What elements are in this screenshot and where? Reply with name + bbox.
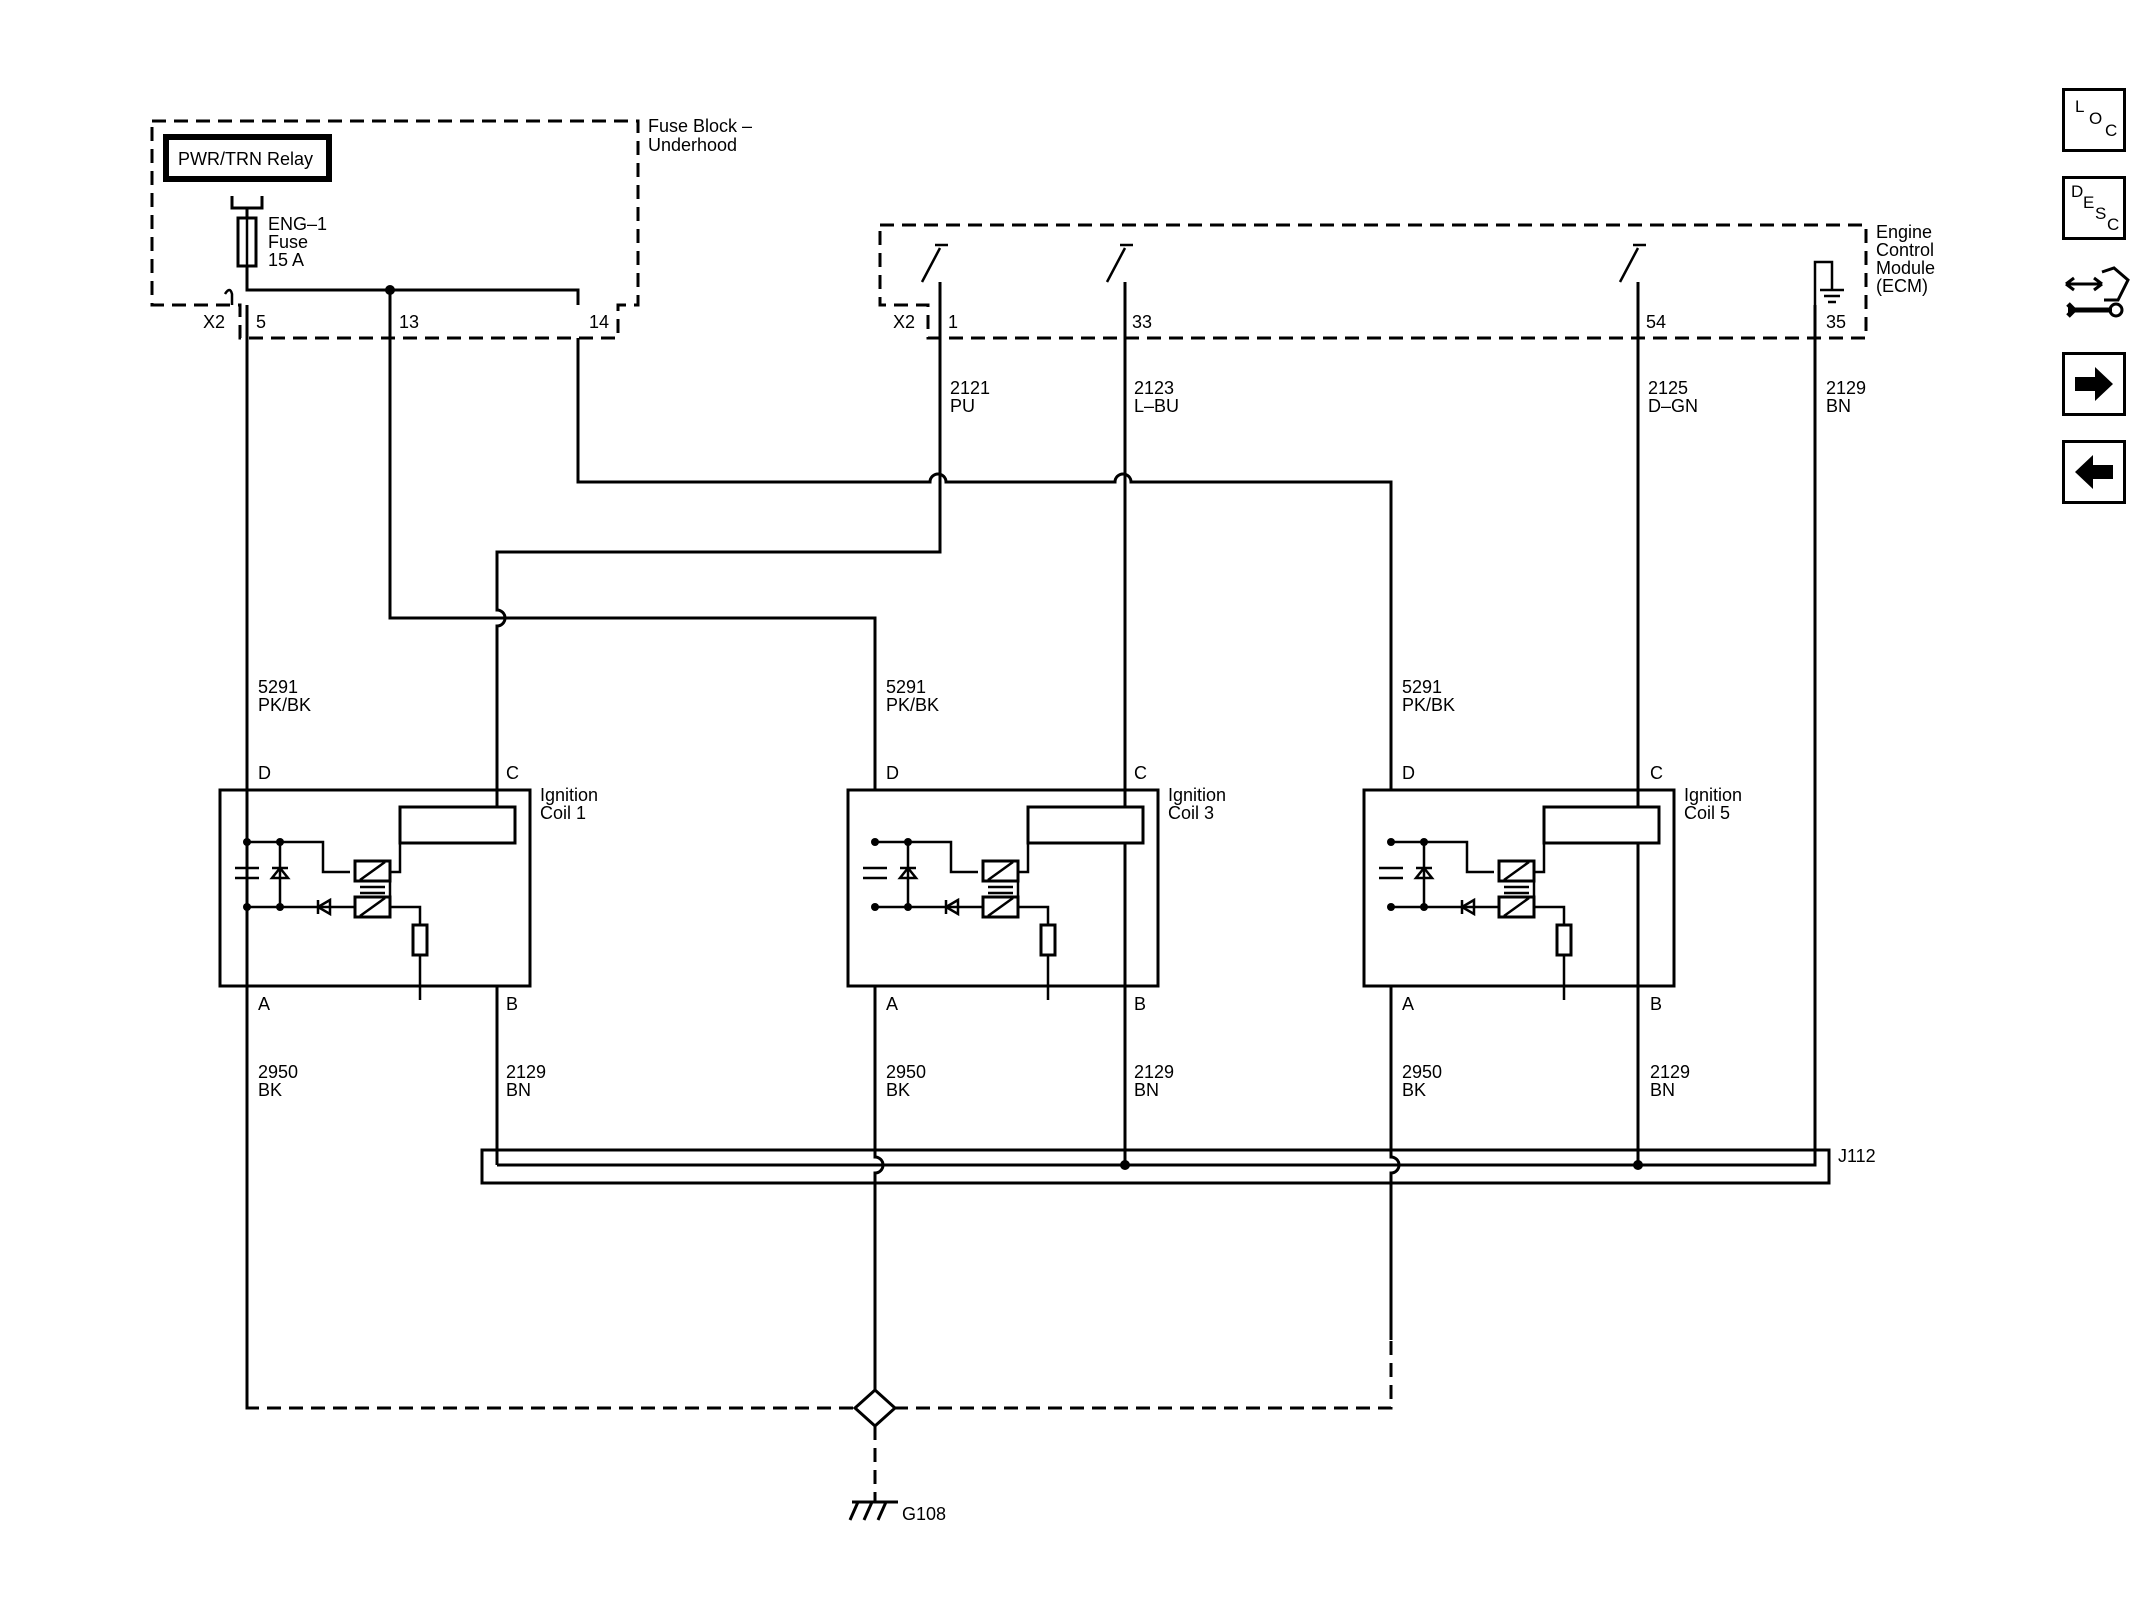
circuit-2129-number: 2129: [1826, 378, 1866, 398]
coil-housing: [1362, 788, 1676, 988]
coil-pin-c: C: [506, 763, 519, 783]
coil-supply-color: PK/BK: [258, 695, 311, 715]
coil-pin-c: C: [1650, 763, 1663, 783]
coil-pin-a: A: [886, 994, 898, 1014]
ecm-pin-1: 1: [948, 312, 958, 332]
coil-pin-a: A: [258, 994, 270, 1014]
coil-supply-number: 5291: [886, 677, 926, 697]
circuit-2121-number: 2121: [950, 378, 990, 398]
coil-supply-number: 5291: [1402, 677, 1442, 697]
ecm-title-4: (ECM): [1876, 276, 1928, 296]
coil-name-line1: Ignition: [540, 785, 598, 805]
coil-ground-number: 2950: [886, 1062, 926, 1082]
connector-wrench-icon[interactable]: [2062, 264, 2130, 328]
coil-supply-color: PK/BK: [886, 695, 939, 715]
coil-pin-d: D: [886, 763, 899, 783]
desc-letter-s: S: [2095, 204, 2107, 223]
circuit-2125-color: D–GN: [1648, 396, 1698, 416]
coil-ground-color: BK: [1402, 1080, 1426, 1100]
coil-name-line2: Coil 1: [540, 803, 586, 823]
description-button[interactable]: D E S C: [2062, 176, 2126, 240]
circuit-2129-color: BN: [1826, 396, 1851, 416]
coil-name-line1: Ignition: [1168, 785, 1226, 805]
coil-name-line2: Coil 5: [1684, 803, 1730, 823]
previous-button[interactable]: [2062, 440, 2126, 504]
coil-ref-number: 2129: [506, 1062, 546, 1082]
coil-ref-color: BN: [1134, 1080, 1159, 1100]
fuse-pin-5: 5: [256, 312, 266, 332]
coil-pin-a: A: [1402, 994, 1414, 1014]
ecm-title-3: Module: [1876, 258, 1935, 278]
loc-letter-o: O: [2089, 109, 2103, 128]
coil-pin-c: C: [1134, 763, 1147, 783]
ground-icon: [848, 1500, 898, 1521]
wires: [245, 282, 1817, 1408]
splice-j112: J112: [480, 1146, 1876, 1185]
desc-letter-d: D: [2071, 182, 2084, 201]
coil-pin-b: B: [1134, 994, 1146, 1014]
coil-housing: [218, 788, 532, 988]
coil-driver: [398, 805, 517, 845]
arrow-left-icon: [2075, 455, 2113, 489]
ecm-pin-35: 35: [1826, 312, 1846, 332]
fuse-block-title-2: Underhood: [648, 135, 737, 155]
circuit-2123-color: L–BU: [1134, 396, 1179, 416]
fuse-label: Fuse: [268, 232, 308, 252]
ground-g108: G108: [245, 1340, 1393, 1524]
coil-ref-number: 2129: [1134, 1062, 1174, 1082]
ecm-module: Engine Control Module (ECM) X2 1 33 54 3…: [878, 222, 1935, 340]
relay-label: PWR/TRN Relay: [178, 149, 313, 169]
circuit-2123-number: 2123: [1134, 378, 1174, 398]
fuse-connector: X2: [203, 312, 225, 332]
desc-letter-c: C: [2107, 215, 2120, 234]
arrow-right-icon: [2075, 367, 2113, 401]
circuit-2125-number: 2125: [1648, 378, 1688, 398]
coil-ground-color: BK: [258, 1080, 282, 1100]
location-button[interactable]: L O C: [2062, 88, 2126, 152]
splice-label: J112: [1838, 1146, 1876, 1166]
ecm-pin-33: 33: [1132, 312, 1152, 332]
loc-letter-l: L: [2075, 97, 2085, 116]
coil-driver: [1542, 805, 1661, 845]
coil-pin-b: B: [1650, 994, 1662, 1014]
ecm-title-2: Control: [1876, 240, 1934, 260]
coil-ground-color: BK: [886, 1080, 910, 1100]
fuse-name: ENG–1: [268, 214, 327, 234]
coil-pin-d: D: [1402, 763, 1415, 783]
coil-housing: [846, 788, 1160, 988]
coil-pin-b: B: [506, 994, 518, 1014]
coil-ref-color: BN: [1650, 1080, 1675, 1100]
coil-supply-color: PK/BK: [1402, 695, 1455, 715]
desc-letter-e: E: [2083, 193, 2095, 212]
ecm-pin-54: 54: [1646, 312, 1666, 332]
coil-ground-number: 2950: [258, 1062, 298, 1082]
fuse-rating: 15 A: [268, 250, 304, 270]
ecm-title-1: Engine: [1876, 222, 1932, 242]
nav-panel: L O C D E S C: [2062, 88, 2130, 528]
next-button[interactable]: [2062, 352, 2126, 416]
circuit-2121-color: PU: [950, 396, 975, 416]
fuse-block-title-1: Fuse Block –: [648, 116, 752, 136]
coil-ref-number: 2129: [1650, 1062, 1690, 1082]
coil-pin-d: D: [258, 763, 271, 783]
fuse-pin-14: 14: [589, 312, 609, 332]
coil-supply-number: 5291: [258, 677, 298, 697]
coil-ref-color: BN: [506, 1080, 531, 1100]
ground-label: G108: [902, 1504, 946, 1524]
relay-box: [163, 134, 332, 182]
ecm-connector: X2: [893, 312, 915, 332]
coil-driver: [1026, 805, 1145, 845]
coil-ground-number: 2950: [1402, 1062, 1442, 1082]
coil-name-line1: Ignition: [1684, 785, 1742, 805]
fuse-pin-13: 13: [399, 312, 419, 332]
coil-name-line2: Coil 3: [1168, 803, 1214, 823]
loc-letter-c: C: [2105, 121, 2118, 140]
fuse-block: Fuse Block – Underhood PWR/TRN Relay ENG…: [150, 116, 752, 340]
